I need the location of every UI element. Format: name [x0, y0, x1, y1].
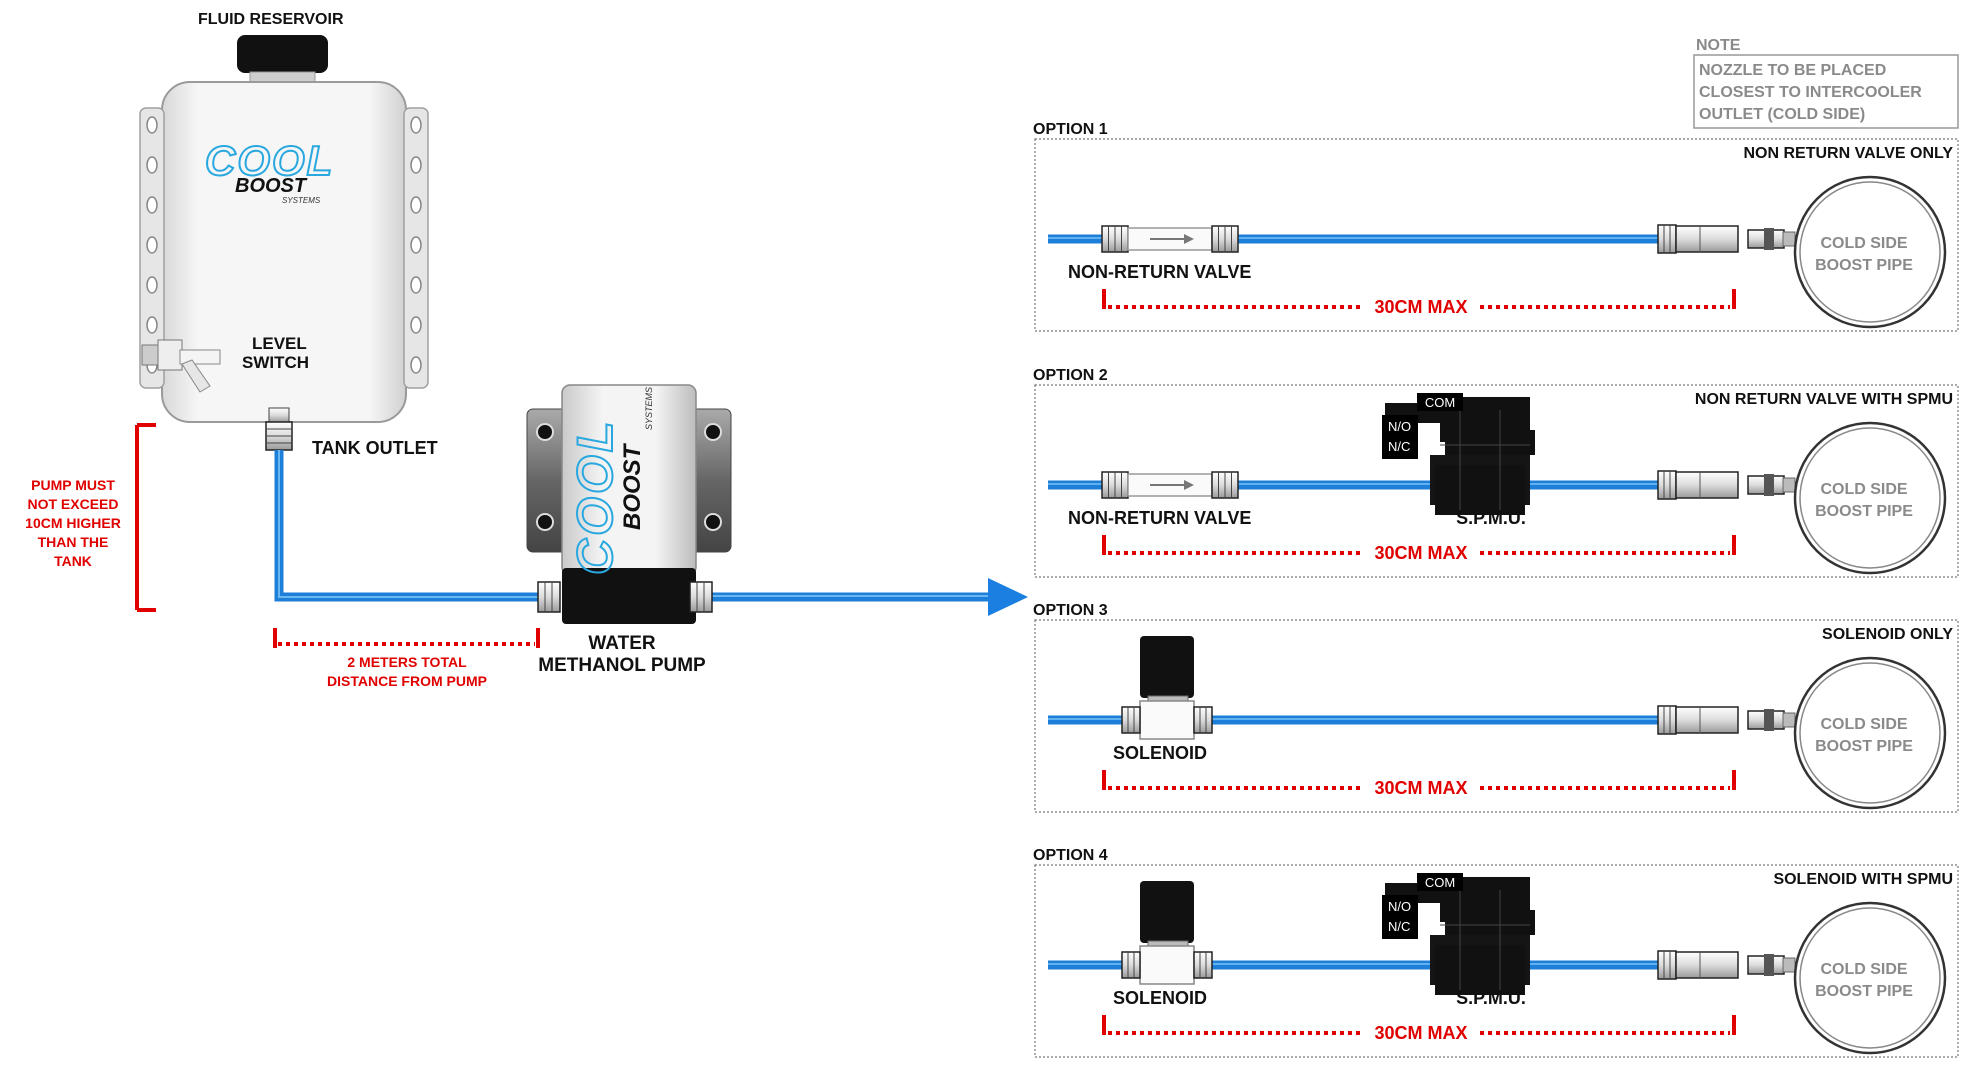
option-panel-3: OPTION 3 SOLENOID ONLY SOLENOID COLD SIDE BO… [1033, 602, 1959, 813]
spmu-port-com: COM [1425, 395, 1455, 410]
nozzle-assembly [1657, 224, 1796, 254]
spmu-port-com: COM [1425, 875, 1455, 890]
cold-side-boost-pipe [1793, 656, 1947, 810]
non-return-valve [1101, 225, 1239, 253]
option-title: OPTION 1 [1033, 121, 1108, 138]
component-label: NON-RETURN VALVE [1068, 508, 1251, 528]
option-panel-4: OPTION 4 SOLENOID WITH SPMU SOLENOID COM N/O… [1033, 847, 1959, 1058]
spmu-label: S.P.M.U. [1456, 508, 1526, 528]
fluid-reservoir: FLUID RESERVOIR COOL BOOST SYSTEMS LEVEL… [139, 11, 438, 458]
max-length-dimension: 30CM MAX [1102, 1015, 1736, 1043]
reservoir-logo-main: COOL [205, 137, 334, 184]
pump-logo-sub: BOOST [619, 442, 646, 530]
level-switch: LEVEL SWITCH [141, 334, 309, 393]
pipe-label-2: BOOST PIPE [1815, 503, 1913, 520]
option-title: OPTION 4 [1033, 847, 1108, 864]
height-note-1: PUMP MUST [31, 477, 115, 493]
solenoid [1121, 636, 1213, 740]
option-panel-1: OPTION 1 NON RETURN VALVE ONLY NON-RETURN … [1033, 121, 1959, 332]
solenoid [1121, 881, 1213, 985]
option-panel-2: OPTION 2 NON RETURN VALVE WITH SPMU NON-RE… [1033, 367, 1959, 578]
feed-line [274, 450, 1028, 616]
option-subtitle: SOLENOID WITH SPMU [1773, 871, 1953, 888]
spmu-port-nc: N/C [1388, 919, 1410, 934]
height-note-4: THAN THE [38, 534, 109, 550]
max-length-label: 30CM MAX [1374, 1023, 1467, 1043]
pipe-label-1: COLD SIDE [1820, 481, 1907, 498]
nozzle-assembly [1657, 705, 1796, 735]
option-border [1034, 864, 1959, 1058]
component-label: NON-RETURN VALVE [1068, 262, 1251, 282]
nozzle-assembly [1657, 950, 1796, 980]
option-title: OPTION 3 [1033, 602, 1108, 619]
height-note-3: 10CM HIGHER [25, 515, 121, 531]
note-box: NOTE NOZZLE TO BE PLACED CLOSEST TO INTE… [1693, 37, 1959, 129]
component-label: SOLENOID [1113, 743, 1207, 763]
option-subtitle: NON RETURN VALVE WITH SPMU [1695, 391, 1953, 408]
option-title: OPTION 2 [1033, 367, 1108, 384]
tank-outlet-fitting [268, 407, 290, 423]
max-length-label: 30CM MAX [1374, 778, 1467, 798]
options-layer: OPTION 1 NON RETURN VALVE ONLY NON-RETURN … [1033, 121, 1959, 1058]
reservoir-logo-small: SYSTEMS [282, 196, 321, 205]
spmu: COM N/O N/C S.P.M.U. [1382, 873, 1535, 1008]
max-length-dimension: 30CM MAX [1102, 770, 1736, 798]
nozzle-assembly [1657, 470, 1796, 500]
max-length-dimension: 30CM MAX [1102, 289, 1736, 317]
spmu-label: S.P.M.U. [1456, 988, 1526, 1008]
note-title: NOTE [1696, 37, 1741, 54]
option-subtitle: SOLENOID ONLY [1822, 626, 1953, 643]
note-line-2: CLOSEST TO INTERCOOLER [1699, 84, 1922, 101]
note-line-1: NOZZLE TO BE PLACED [1699, 62, 1886, 79]
height-warning: PUMP MUST NOT EXCEED 10CM HIGHER THAN TH… [25, 423, 156, 612]
distance-note-2: DISTANCE FROM PUMP [327, 673, 487, 689]
pipe-label-2: BOOST PIPE [1815, 738, 1913, 755]
level-switch-label-2: SWITCH [242, 353, 309, 372]
max-length-label: 30CM MAX [1374, 543, 1467, 563]
reservoir-logo-sub: BOOST [235, 175, 308, 197]
spmu: COM N/O N/C S.P.M.U. [1382, 393, 1535, 528]
distance-note-1: 2 METERS TOTAL [347, 654, 467, 670]
level-switch-label-1: LEVEL [252, 334, 307, 353]
cold-side-boost-pipe [1793, 421, 1947, 575]
pump-logo-small: SYSTEMS [644, 387, 654, 430]
component-label: SOLENOID [1113, 988, 1207, 1008]
note-line-3: OUTLET (COLD SIDE) [1699, 106, 1865, 123]
pump-label-2: METHANOL PUMP [538, 655, 706, 676]
option-border [1034, 138, 1959, 332]
tank-outlet-label: TANK OUTLET [312, 438, 438, 458]
water-methanol-pump: COOL BOOST SYSTEMS WATER METHANOL PUMP [526, 384, 732, 676]
cold-side-boost-pipe [1793, 175, 1947, 329]
height-note-2: NOT EXCEED [27, 496, 118, 512]
max-length-dimension: 30CM MAX [1102, 535, 1736, 563]
height-note-5: TANK [54, 553, 92, 569]
pipe-label-1: COLD SIDE [1820, 961, 1907, 978]
non-return-valve [1101, 471, 1239, 499]
cold-side-boost-pipe [1793, 901, 1947, 1055]
reservoir-cap [237, 35, 328, 73]
pump-motor [562, 568, 696, 624]
distance-warning: 2 METERS TOTAL DISTANCE FROM PUMP [273, 628, 540, 689]
option-border [1034, 619, 1959, 813]
flow-arrow [988, 578, 1028, 616]
spmu-port-no: N/O [1388, 899, 1411, 914]
pump-logo-main: COOL [567, 419, 623, 575]
option-border [1034, 384, 1959, 578]
pipe-label-1: COLD SIDE [1820, 716, 1907, 733]
spmu-port-no: N/O [1388, 419, 1411, 434]
pipe-label-2: BOOST PIPE [1815, 257, 1913, 274]
max-length-label: 30CM MAX [1374, 297, 1467, 317]
reservoir-title: FLUID RESERVOIR [198, 11, 344, 28]
spmu-port-nc: N/C [1388, 439, 1410, 454]
pipe-label-1: COLD SIDE [1820, 235, 1907, 252]
option-subtitle: NON RETURN VALVE ONLY [1744, 145, 1954, 162]
pipe-label-2: BOOST PIPE [1815, 983, 1913, 1000]
pump-label-1: WATER [588, 633, 655, 654]
